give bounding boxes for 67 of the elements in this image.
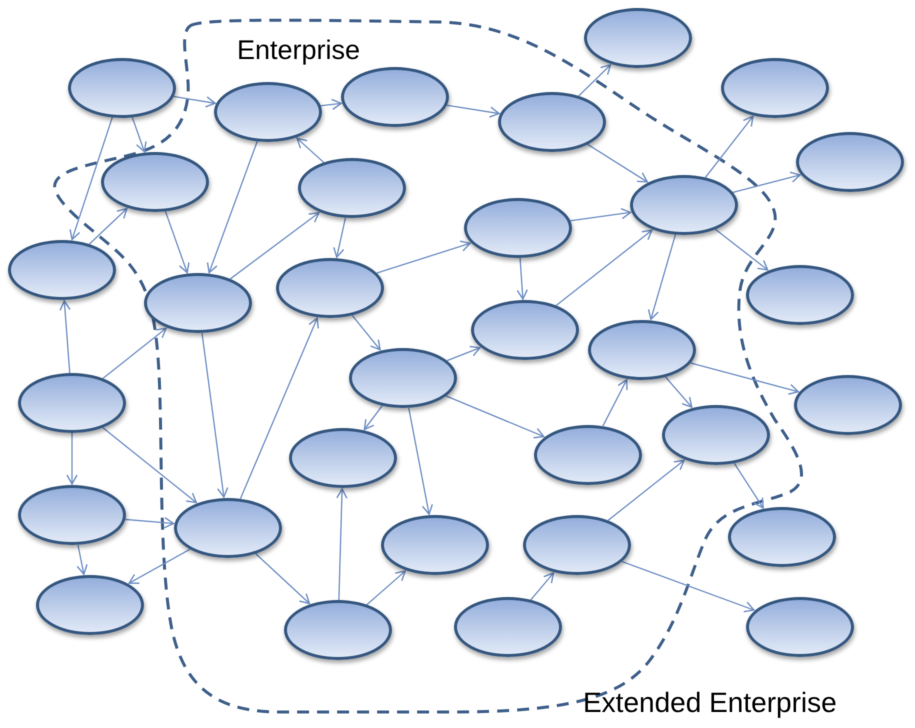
arrow: [622, 560, 755, 612]
arrow: [446, 346, 481, 362]
arrow: [602, 379, 628, 426]
ellipse-node: [534, 425, 642, 485]
arrow: [734, 462, 764, 509]
arrow: [336, 488, 348, 600]
arrow: [408, 408, 433, 515]
arrow: [732, 172, 801, 193]
ellipse-node: [349, 348, 457, 408]
ellipse-node: [498, 92, 606, 152]
ellipse-node: [298, 158, 406, 218]
arrow: [59, 300, 71, 374]
region-label: Extended Enterprise: [583, 688, 837, 719]
arrow: [102, 328, 167, 379]
arrow: [132, 117, 147, 152]
arrow: [704, 116, 754, 178]
ellipse-node: [746, 597, 854, 657]
arrow: [255, 553, 310, 604]
arrow: [446, 104, 500, 118]
arrow: [587, 144, 648, 183]
arrow: [376, 240, 471, 274]
ellipse-node: [454, 597, 562, 657]
ellipse-node: [464, 198, 572, 258]
arrow: [230, 212, 320, 280]
ellipse-node: [8, 240, 116, 300]
arrow: [69, 117, 113, 240]
arrow: [174, 96, 216, 108]
ellipse-node: [289, 428, 397, 488]
arrow: [206, 141, 258, 274]
ellipse-node: [214, 82, 322, 142]
arrow: [556, 230, 653, 306]
arrow: [201, 332, 228, 498]
ellipse-node: [746, 265, 854, 325]
ellipse-node: [284, 600, 392, 660]
arrow: [446, 395, 544, 438]
arrow: [578, 64, 612, 96]
arrow: [608, 460, 685, 521]
arrow: [125, 517, 174, 528]
arrow: [648, 234, 676, 320]
region-label: Enterprise: [237, 36, 360, 66]
ellipse-node: [36, 575, 144, 635]
arrow: [76, 544, 88, 575]
ellipse-node: [662, 405, 770, 465]
arrow: [66, 433, 78, 485]
arrow: [164, 211, 190, 274]
arrow: [88, 208, 128, 245]
arrow: [102, 427, 198, 504]
ellipse-node: [144, 273, 252, 333]
ellipse-node: [174, 498, 282, 558]
arrow: [240, 317, 319, 500]
arrow: [333, 218, 346, 258]
ellipse-node: [794, 375, 902, 435]
ellipse-node: [796, 132, 904, 192]
arrow: [715, 228, 768, 271]
arrow: [320, 98, 342, 110]
ellipse-node: [18, 373, 126, 433]
arrow: [296, 138, 324, 163]
arrow: [366, 570, 406, 606]
ellipse-node: [523, 515, 631, 575]
arrow: [516, 258, 528, 300]
ellipse-node: [728, 507, 836, 567]
arrow: [364, 405, 383, 430]
ellipse-node: [630, 175, 738, 235]
ellipse-node: [471, 300, 579, 360]
arrow: [570, 208, 632, 222]
ellipse-node: [101, 152, 209, 212]
arrow: [690, 362, 799, 395]
